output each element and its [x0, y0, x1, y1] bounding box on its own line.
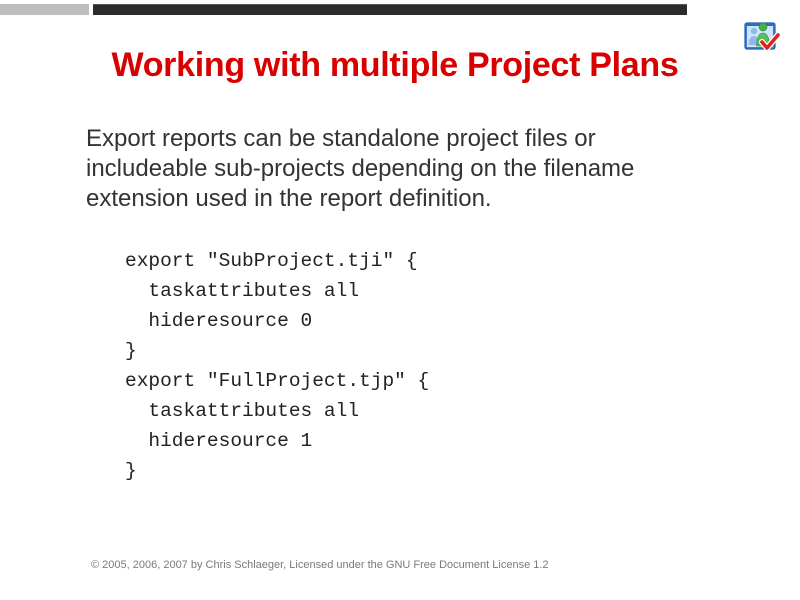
code-line: }	[125, 340, 137, 362]
code-line: export "SubProject.tji" {	[125, 250, 418, 272]
code-example: export "SubProject.tji" { taskattributes…	[125, 246, 429, 486]
body-line: Export reports can be standalone project…	[86, 125, 596, 152]
code-line: taskattributes all	[125, 400, 360, 422]
body-line: includeable sub-projects depending on th…	[86, 155, 635, 182]
code-line: hideresource 0	[125, 310, 313, 332]
slide-title: Working with multiple Project Plans	[111, 46, 679, 84]
slide-body: Export reports can be standalone project…	[86, 124, 726, 214]
left-accent-bar	[0, 4, 89, 15]
main-accent-bar	[93, 4, 687, 15]
body-line: extension used in the report definition.	[86, 185, 492, 212]
code-line: export "FullProject.tjp" {	[125, 370, 430, 392]
copyright-footer: © 2005, 2006, 2007 by Chris Schlaeger, L…	[91, 559, 549, 571]
project-users-check-icon	[743, 19, 781, 55]
code-line: taskattributes all	[125, 280, 360, 302]
code-line: hideresource 1	[125, 430, 313, 452]
code-line: }	[125, 460, 137, 482]
